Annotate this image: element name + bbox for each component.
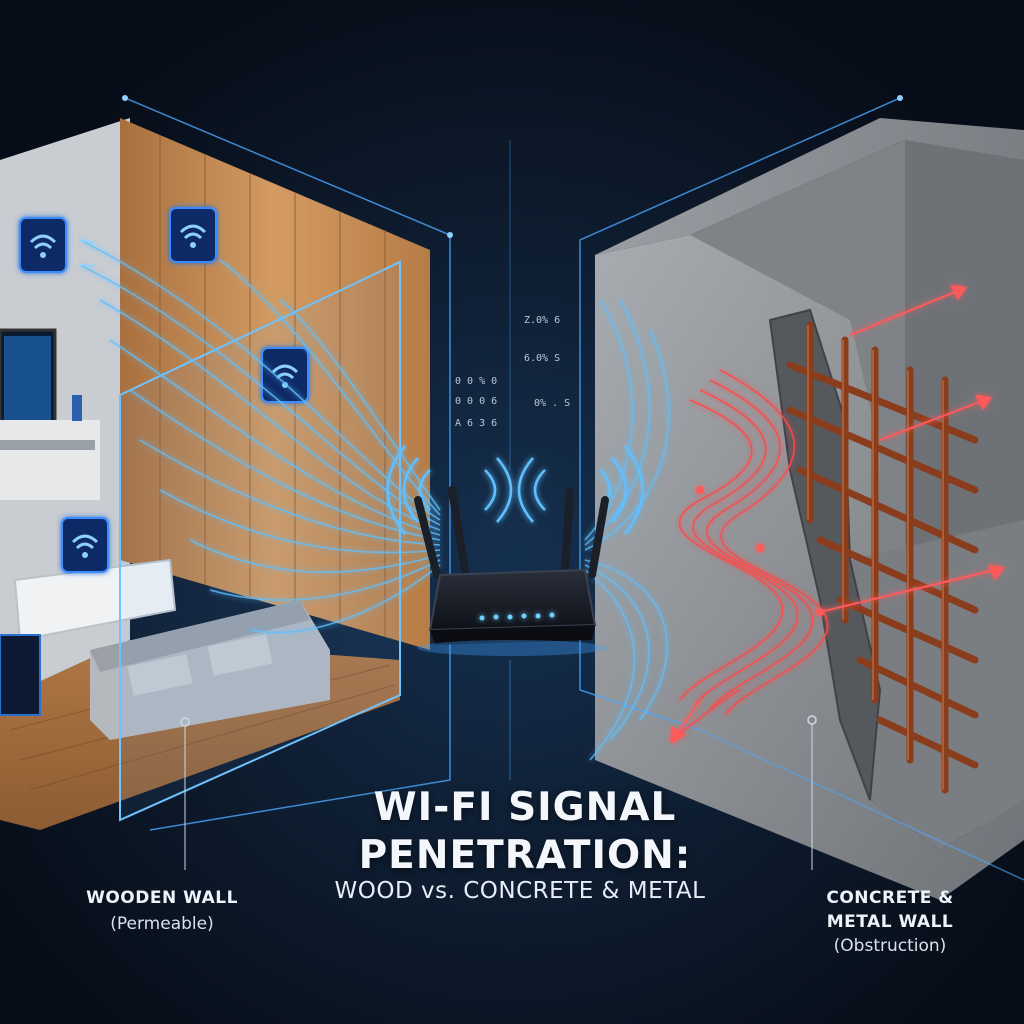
readout-5: 0 0 0 6 (455, 396, 498, 407)
readout-4: 0 0 % 0 (455, 376, 498, 387)
wifi-icon (169, 207, 217, 263)
readout-3: 0% . S (534, 398, 571, 409)
glass-panel (119, 260, 401, 822)
title-line-1: WI-FI SIGNAL (373, 785, 677, 830)
rebar-grid-icon (786, 321, 979, 794)
wooden-wall-label: WOODEN WALL (86, 888, 238, 908)
sofa-icon (90, 600, 330, 740)
signal-waves-passing (79, 239, 441, 634)
signal-waves-blocked (669, 369, 829, 741)
concrete-wall-label-line-2: METAL WALL (826, 912, 954, 932)
title-line-2: PENETRATION: (358, 833, 692, 878)
tv-icon (0, 328, 100, 500)
wifi-icon (61, 517, 109, 573)
readout-1: Z.0% 6 (524, 315, 561, 326)
readout-2: 6.0% S (524, 353, 561, 364)
wifi-icon (261, 347, 309, 403)
wifi-icon (19, 217, 67, 273)
page-subtitle: WOOD vs. CONCRETE & METAL (334, 878, 706, 904)
router-icon (386, 445, 644, 656)
wooden-wall-note: (Permeable) (110, 914, 214, 934)
page-title: WI-FI SIGNAL PENETRATION: (290, 784, 760, 880)
readout-6: A 6 3 6 (455, 418, 498, 429)
concrete-wall-note: (Obstruction) (833, 936, 947, 956)
concrete-wall-label-line-1: CONCRETE & (826, 888, 954, 908)
concrete-wall (595, 118, 1024, 900)
